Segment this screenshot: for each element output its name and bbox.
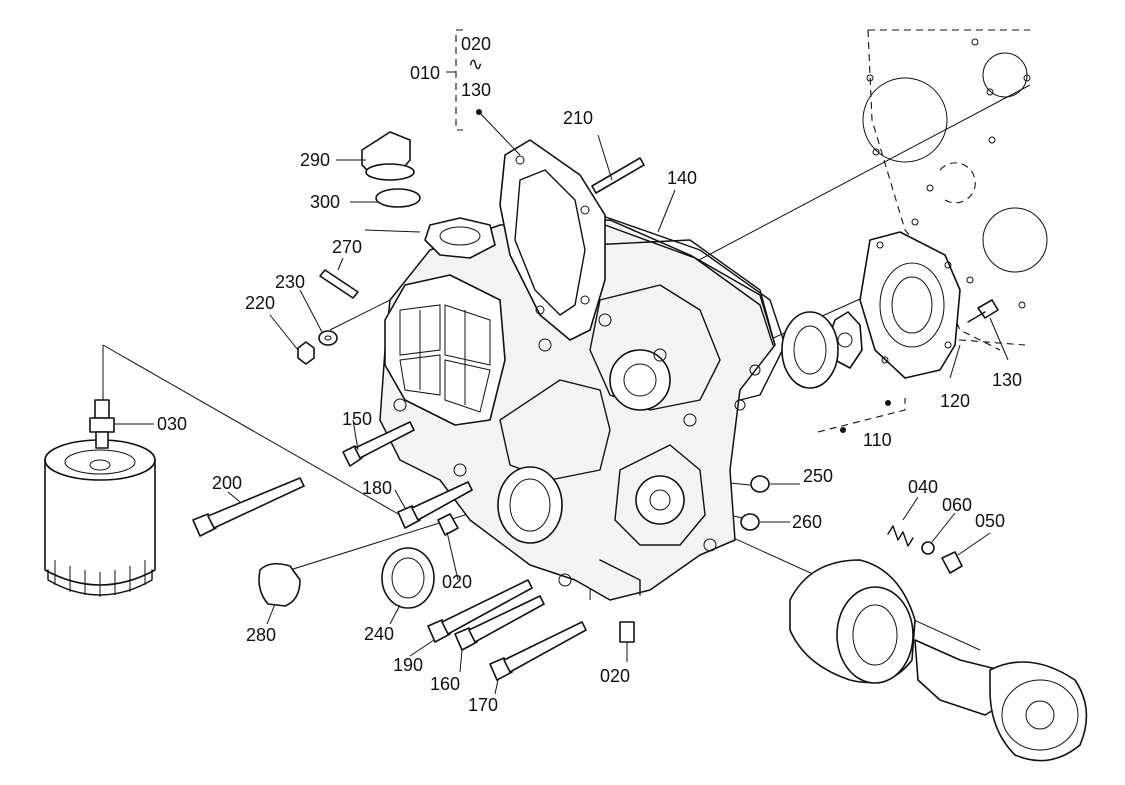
label-280: 280 — [246, 625, 276, 645]
label-030: 030 — [157, 414, 187, 434]
oil-filter-cartridge — [44, 439, 156, 597]
label-270: 270 — [332, 237, 362, 257]
o-ring-250 — [750, 475, 770, 493]
bolt-190 — [427, 579, 533, 643]
stud-bolt — [319, 269, 359, 299]
label-300: 300 — [310, 192, 340, 212]
label-060: 060 — [942, 495, 972, 515]
label-210: 210 — [563, 108, 593, 128]
label-040: 040 — [908, 477, 938, 497]
label-250: 250 — [803, 466, 833, 486]
o-ring-260 — [740, 513, 760, 531]
gear-case-gasket — [599, 214, 786, 401]
finned-side-cover — [384, 274, 506, 426]
label-130-screw: 130 — [992, 370, 1022, 390]
relief-plug — [941, 551, 963, 574]
filter-nipple — [89, 399, 115, 449]
label-240: 240 — [364, 624, 394, 644]
water-pump-cover-plate — [499, 139, 606, 341]
label-020-plug: 020 — [442, 572, 472, 592]
bolt-160 — [454, 595, 545, 651]
label-120: 120 — [940, 391, 970, 411]
oil-seal — [381, 547, 435, 609]
label-leaders — [114, 71, 1009, 695]
relief-spring — [887, 525, 914, 547]
hex-nut — [297, 341, 315, 365]
label-260: 260 — [792, 512, 822, 532]
oil-pump-cover — [859, 231, 961, 379]
blind-cap — [258, 562, 301, 607]
label-range-separator: ∿ — [468, 54, 483, 74]
oil-pump-screw — [967, 299, 999, 323]
oil-filler-cap — [361, 131, 415, 181]
label-130-range-end: 130 — [461, 80, 491, 100]
relief-ball — [921, 541, 935, 555]
label-230: 230 — [275, 272, 305, 292]
water-pump-assembly — [789, 559, 1088, 762]
filler-o-ring — [375, 188, 421, 208]
bolt-200 — [192, 477, 305, 537]
cylinder-block-gasket-outline — [862, 29, 1048, 351]
label-150: 150 — [342, 409, 372, 429]
label-140: 140 — [667, 168, 697, 188]
plug-020-bottom — [619, 621, 635, 643]
bolt-170 — [489, 621, 587, 681]
label-220: 220 — [245, 293, 275, 313]
label-050: 050 — [975, 511, 1005, 531]
oil-filler-neck — [424, 217, 496, 259]
label-200: 200 — [212, 473, 242, 493]
bolt-180 — [397, 481, 473, 529]
label-290: 290 — [300, 150, 330, 170]
label-110: 110 — [863, 430, 892, 450]
bolt-150 — [342, 421, 415, 467]
label-160: 160 — [430, 674, 460, 694]
plug-020-left — [437, 513, 459, 536]
label-170: 170 — [468, 695, 498, 715]
part-number-labels: 010 020 ∿ 130 210 140 290 300 270 230 22… — [157, 34, 1022, 715]
bolt-210 — [591, 157, 645, 194]
label-020-bottom: 020 — [600, 666, 630, 686]
label-190: 190 — [393, 655, 423, 675]
oil-pump-outer-rotor — [781, 311, 839, 389]
label-020-range-start: 020 — [461, 34, 491, 54]
label-180: 180 — [362, 478, 392, 498]
washer — [318, 330, 338, 346]
label-010: 010 — [410, 63, 440, 83]
